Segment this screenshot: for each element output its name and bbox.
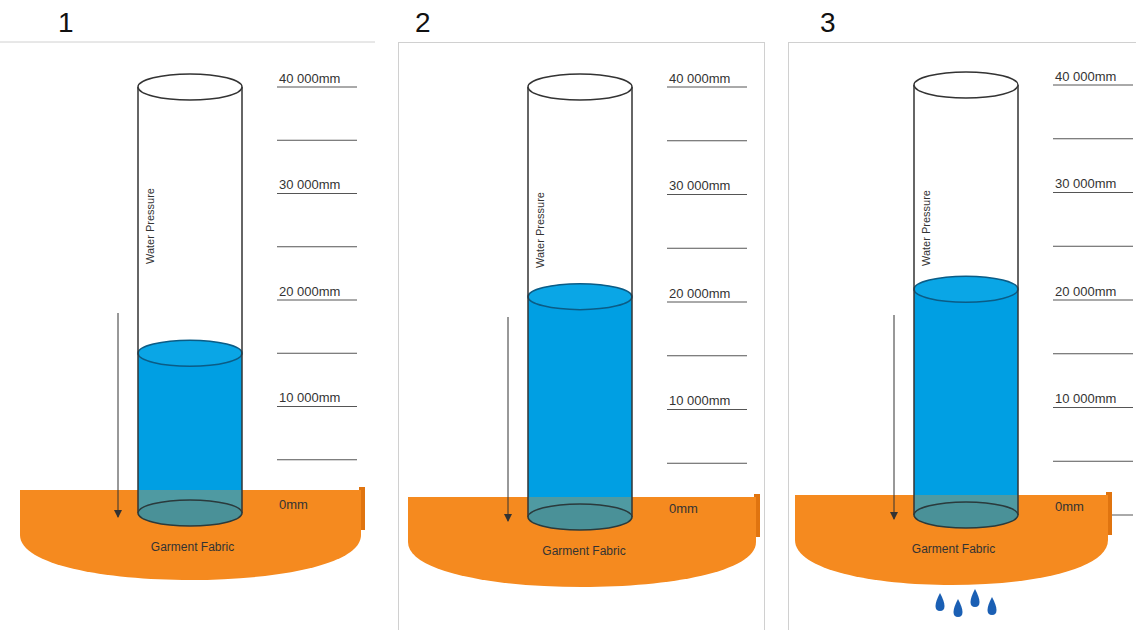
fabric-label: Garment Fabric [20,540,365,554]
water-column [914,289,1018,515]
water-surface [914,276,1018,302]
cylinder-wall [137,490,139,513]
water-column [528,297,632,517]
scale-line [1053,407,1133,408]
cylinder-wall [241,490,243,513]
water-surface [528,284,632,310]
cylinder-wall [1017,85,1019,515]
cylinder-wall [137,87,139,513]
scale-label: 30 000mm [669,179,730,193]
cylinder-top [528,74,632,100]
panel-frame [789,43,1136,630]
scale-line [667,463,747,464]
scale-label: 20 000mm [669,287,730,301]
panel-number: 1 [58,8,74,39]
panel-number: 3 [820,8,836,39]
scale-label: 10 000mm [279,391,340,405]
scale-label: 20 000mm [1055,285,1116,299]
water-drop [988,597,997,615]
panel-frame [0,42,375,43]
scale-line [277,353,357,354]
fabric-shape [20,490,365,580]
scale-line [277,459,357,460]
cylinder-bottom [138,500,242,526]
pressure-arrow [894,315,895,519]
scale-label: 30 000mm [1055,177,1116,191]
scale-line [277,87,357,88]
scale-line [667,87,747,88]
scale-line [667,302,747,303]
scale-line [1053,246,1133,247]
cylinder-wall [631,87,633,517]
scale-line [1053,300,1133,301]
scale-line [277,140,357,141]
cylinder-bottom [914,502,1018,528]
panel-number: 2 [415,8,431,39]
fabric-shape [408,497,760,587]
water-column [138,353,242,513]
pressure-label: Water Pressure [920,190,932,266]
panel-frame [399,43,765,630]
cylinder-wall [241,87,243,513]
pressure-arrow [118,313,119,517]
water-drop [936,593,945,611]
water-drop [954,599,963,617]
scale-line [1053,461,1133,462]
fabric-label: Garment Fabric [795,542,1112,556]
cylinder-body [914,85,1018,515]
fabric-body [795,495,1108,585]
fabric-label: Garment Fabric [408,544,760,558]
scale-line [667,248,747,249]
scale-label: 10 000mm [1055,392,1116,406]
pressure-arrow [508,317,509,521]
scale-line [667,140,747,141]
scale-label: 40 000mm [279,72,340,86]
pressure-label: Water Pressure [534,192,546,268]
scale-line [1053,85,1133,86]
scale-label: 30 000mm [279,178,340,192]
scale-line [667,194,747,195]
scale-label: 0mm [279,498,308,512]
scale-label: 20 000mm [279,285,340,299]
cylinder-body [528,87,632,517]
scale-line [1053,353,1133,354]
scale-label: 0mm [669,502,698,516]
cylinder-wall [913,85,915,515]
fabric-layer: Garment Fabric [408,497,760,587]
scale-line [277,300,357,301]
scale-line [667,355,747,356]
fabric-layer: Garment Fabric [20,490,365,580]
scale-line [277,193,357,194]
pressure-label: Water Pressure [144,188,156,264]
cylinder-bottom [528,504,632,530]
scale-line [277,246,357,247]
scale-label: 10 000mm [669,394,730,408]
scale-line [667,409,747,410]
cylinder-body [138,87,242,513]
cylinder-top [914,72,1018,98]
cylinder-top [138,74,242,100]
scale-label: 0mm [1055,500,1084,514]
scale-line [277,406,357,407]
cylinder-wall [527,87,529,517]
scale-label: 40 000mm [1055,70,1116,84]
scale-line [1053,192,1133,193]
water-surface [138,340,242,366]
water-drop [971,589,980,607]
scale-line [1053,138,1133,139]
fabric-body [20,490,361,580]
fabric-body [408,497,756,587]
scale-label: 40 000mm [669,72,730,86]
